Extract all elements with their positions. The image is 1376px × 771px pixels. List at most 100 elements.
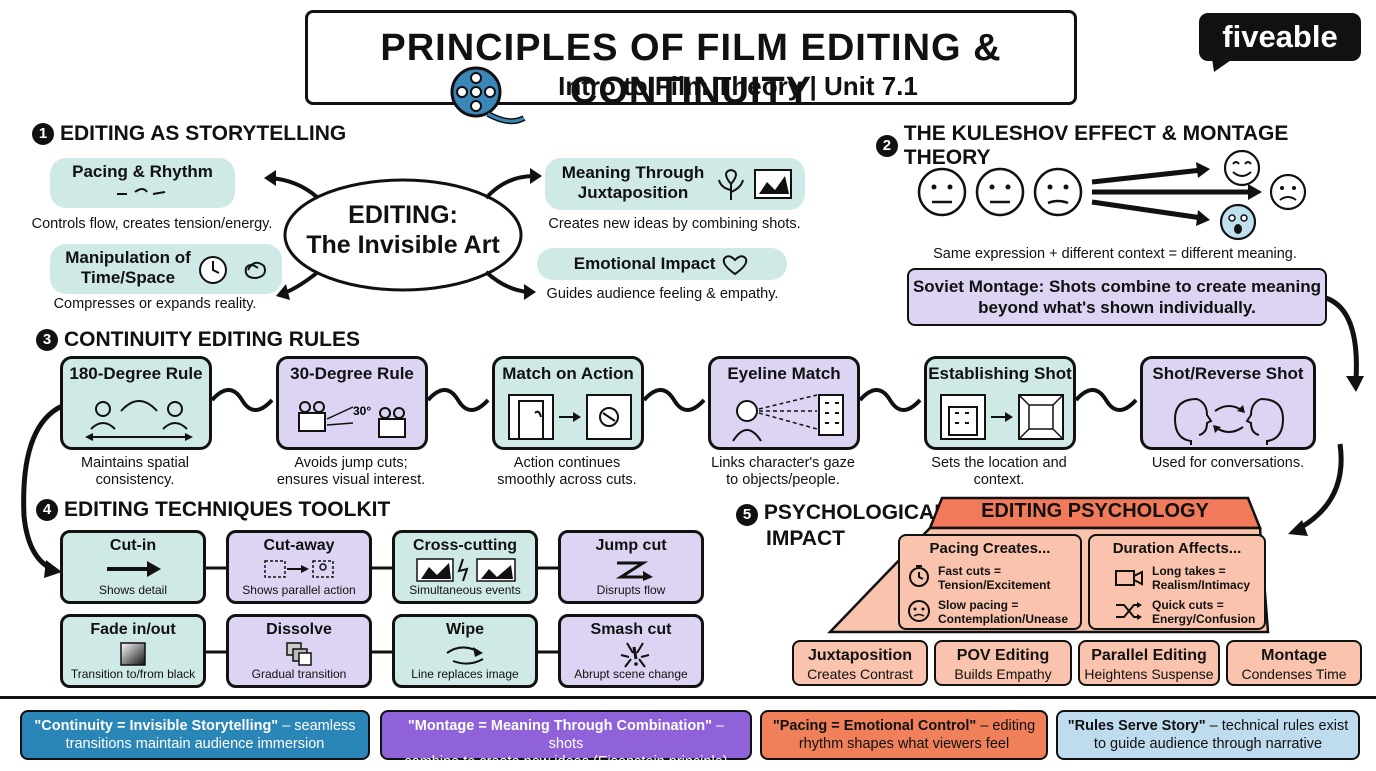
two-people-arc-icon [85,400,193,441]
rhythm-wave-icon [116,188,165,195]
neutral-face-icon-2 [975,167,1025,217]
tool-dissolve: Dissolve Gradual transition [226,614,372,688]
emotional-caption: Guides audience feeling & empathy. [546,286,779,302]
smash-cut-title: Smash cut [590,621,672,638]
section3-title: CONTINUITY EDITING RULES [64,328,360,351]
two-cameras-icon: 30° [298,401,406,438]
neutral-face-icon-3 [1033,167,1083,217]
pacing-creates-title: Pacing Creates... [929,540,1051,557]
tool-wipe: Wipe Line replaces image [392,614,538,688]
jump-cut-title: Jump cut [595,537,667,554]
smash-cut-caption: Abrupt scene change [574,667,688,681]
psychology-banner: EDITING PSYCHOLOGY [981,500,1209,522]
quote-rules-rest1: – technical rules exist [1205,718,1349,734]
manipulation-label-line2: Time/Space [80,268,176,287]
manipulation-label-line1: Manipulation of [65,248,191,267]
quote-montage-rest1: – shots [548,718,725,752]
long-takes-effect: Realism/Intimacy [1152,578,1251,592]
section5-heading: 5 PSYCHOLOGICAL IMPACT [736,500,947,551]
scared-face-icon [1219,203,1257,241]
soviet-line2: beyond what's shown individually. [978,298,1256,317]
montage-title: Montage [1261,647,1327,664]
cut-in-caption: Shows detail [98,583,168,597]
long-takes-label: Long takes = [1152,564,1226,578]
quote-montage-rest2: combine to create new ideas (Eisenstein … [404,754,728,770]
jump-cut-caption: Disrupts flow [596,583,666,597]
neutral-face-icon-1 [917,167,967,217]
dissolve-caption: Gradual transition [251,667,347,681]
quote-continuity: "Continuity = Invisible Storytelling" – … [20,710,370,760]
cutaway-frames-icon [264,560,334,578]
quick-cuts-effect: Energy/Confusion [1152,612,1256,626]
emotional-label: Emotional Impact [573,254,716,273]
pov-editing-title: POV Editing [956,647,1050,664]
cut-away-caption: Shows parallel action [242,583,356,597]
tool-fade: Fade in/out Transition to/from black [60,614,206,688]
rule-match-title: Match on Action [502,364,634,383]
film-reel-icon [450,66,526,125]
section2-heading: 2 THE KULESHOV EFFECT & MONTAGE THEORY [876,122,1376,170]
sad-face-icon [1269,173,1307,211]
cut-away-title: Cut-away [263,537,335,554]
parallel-editing-caption: Heightens Suspense [1084,666,1214,682]
center-concept: EDITING: The Invisible Art [288,200,518,260]
zigzag-arrow-icon [615,561,653,581]
rule-180-title: 180-Degree Rule [69,364,203,383]
meaning-caption: Creates new ideas by combining shots. [548,216,801,232]
quote-rules-bold: "Rules Serve Story" [1067,718,1206,734]
wipe-title: Wipe [445,621,485,638]
rule-30-title: 30-Degree Rule [290,364,414,383]
clock-galaxy-icon [199,256,266,284]
quote-rules: "Rules Serve Story" – technical rules ex… [1056,710,1360,760]
soviet-line1: Soviet Montage: Shots combine to create … [912,277,1322,296]
rule-shot-reverse-caption: Used for conversations. [1151,455,1305,471]
pacing-creates-box: Pacing Creates... Fast cuts =Tension/Exc… [898,534,1082,630]
section4-number: 4 [36,499,58,521]
rule-shot-reverse-title: Shot/Reverse Shot [1152,364,1304,383]
parallel-editing-title: Parallel Editing [1091,647,1207,664]
quote-pacing-rest2: rhythm shapes what viewers feel [798,736,1010,752]
manipulation-caption: Compresses or expands reality. [53,296,257,312]
gradient-square-icon [120,642,146,666]
wipe-caption: Line replaces image [411,667,519,681]
rule-eyeline-match: Eyeline Match [708,356,860,450]
manipulation-pill: Manipulation of Time/Space [50,244,282,294]
cross-cutting-caption: Simultaneous events [409,583,521,597]
tool-cross-cutting: Cross-cutting Simultaneous events [392,530,538,604]
worried-face-icon [908,600,930,622]
center-line2: The Invisible Art [306,231,500,259]
dissolve-title: Dissolve [266,621,332,638]
duration-affects-box: Duration Affects... Long takes =Realism/… [1088,534,1266,630]
overlapping-squares-icon [286,642,312,666]
section1-heading: 1 EDITING AS STORYTELLING [32,122,346,146]
fiveable-logo: fiveable [1199,13,1361,61]
quote-continuity-rest1: – seamless [278,718,356,734]
kuleshov-caption: Same expression + different context = di… [933,246,1297,262]
flower-battle-icon [718,168,792,200]
center-line1: EDITING: [348,201,458,229]
soviet-montage-box: Soviet Montage: Shots combine to create … [907,268,1327,326]
pacing-rhythm-pill: Pacing & Rhythm [50,158,235,208]
rule-establishing-shot: Establishing Shot [924,356,1076,450]
section1-title: EDITING AS STORYTELLING [60,122,347,145]
kuleshov-faces-diagram [917,150,1307,241]
montage-caption: Condenses Time [1241,666,1347,682]
arrow-right-icon [107,561,161,577]
section3-number: 3 [36,329,58,351]
section1-number: 1 [32,123,54,145]
page-subtitle: Intro to Film Theory | Unit 7.1 [558,71,918,101]
page-title: PRINCIPLES OF FILM EDITING & CONTINUITY [380,27,1002,112]
pov-editing-caption: Builds Empathy [954,666,1052,682]
tool-cut-away: Cut-away Shows parallel action [226,530,372,604]
rule-30-caption: Avoids jump cuts;ensures visual interest… [276,455,426,488]
center-connectors [264,168,542,300]
curved-arrows-icon [446,646,484,665]
pacing-rhythm-label: Pacing & Rhythm [72,162,213,181]
logo-tail-icon [1212,58,1234,72]
